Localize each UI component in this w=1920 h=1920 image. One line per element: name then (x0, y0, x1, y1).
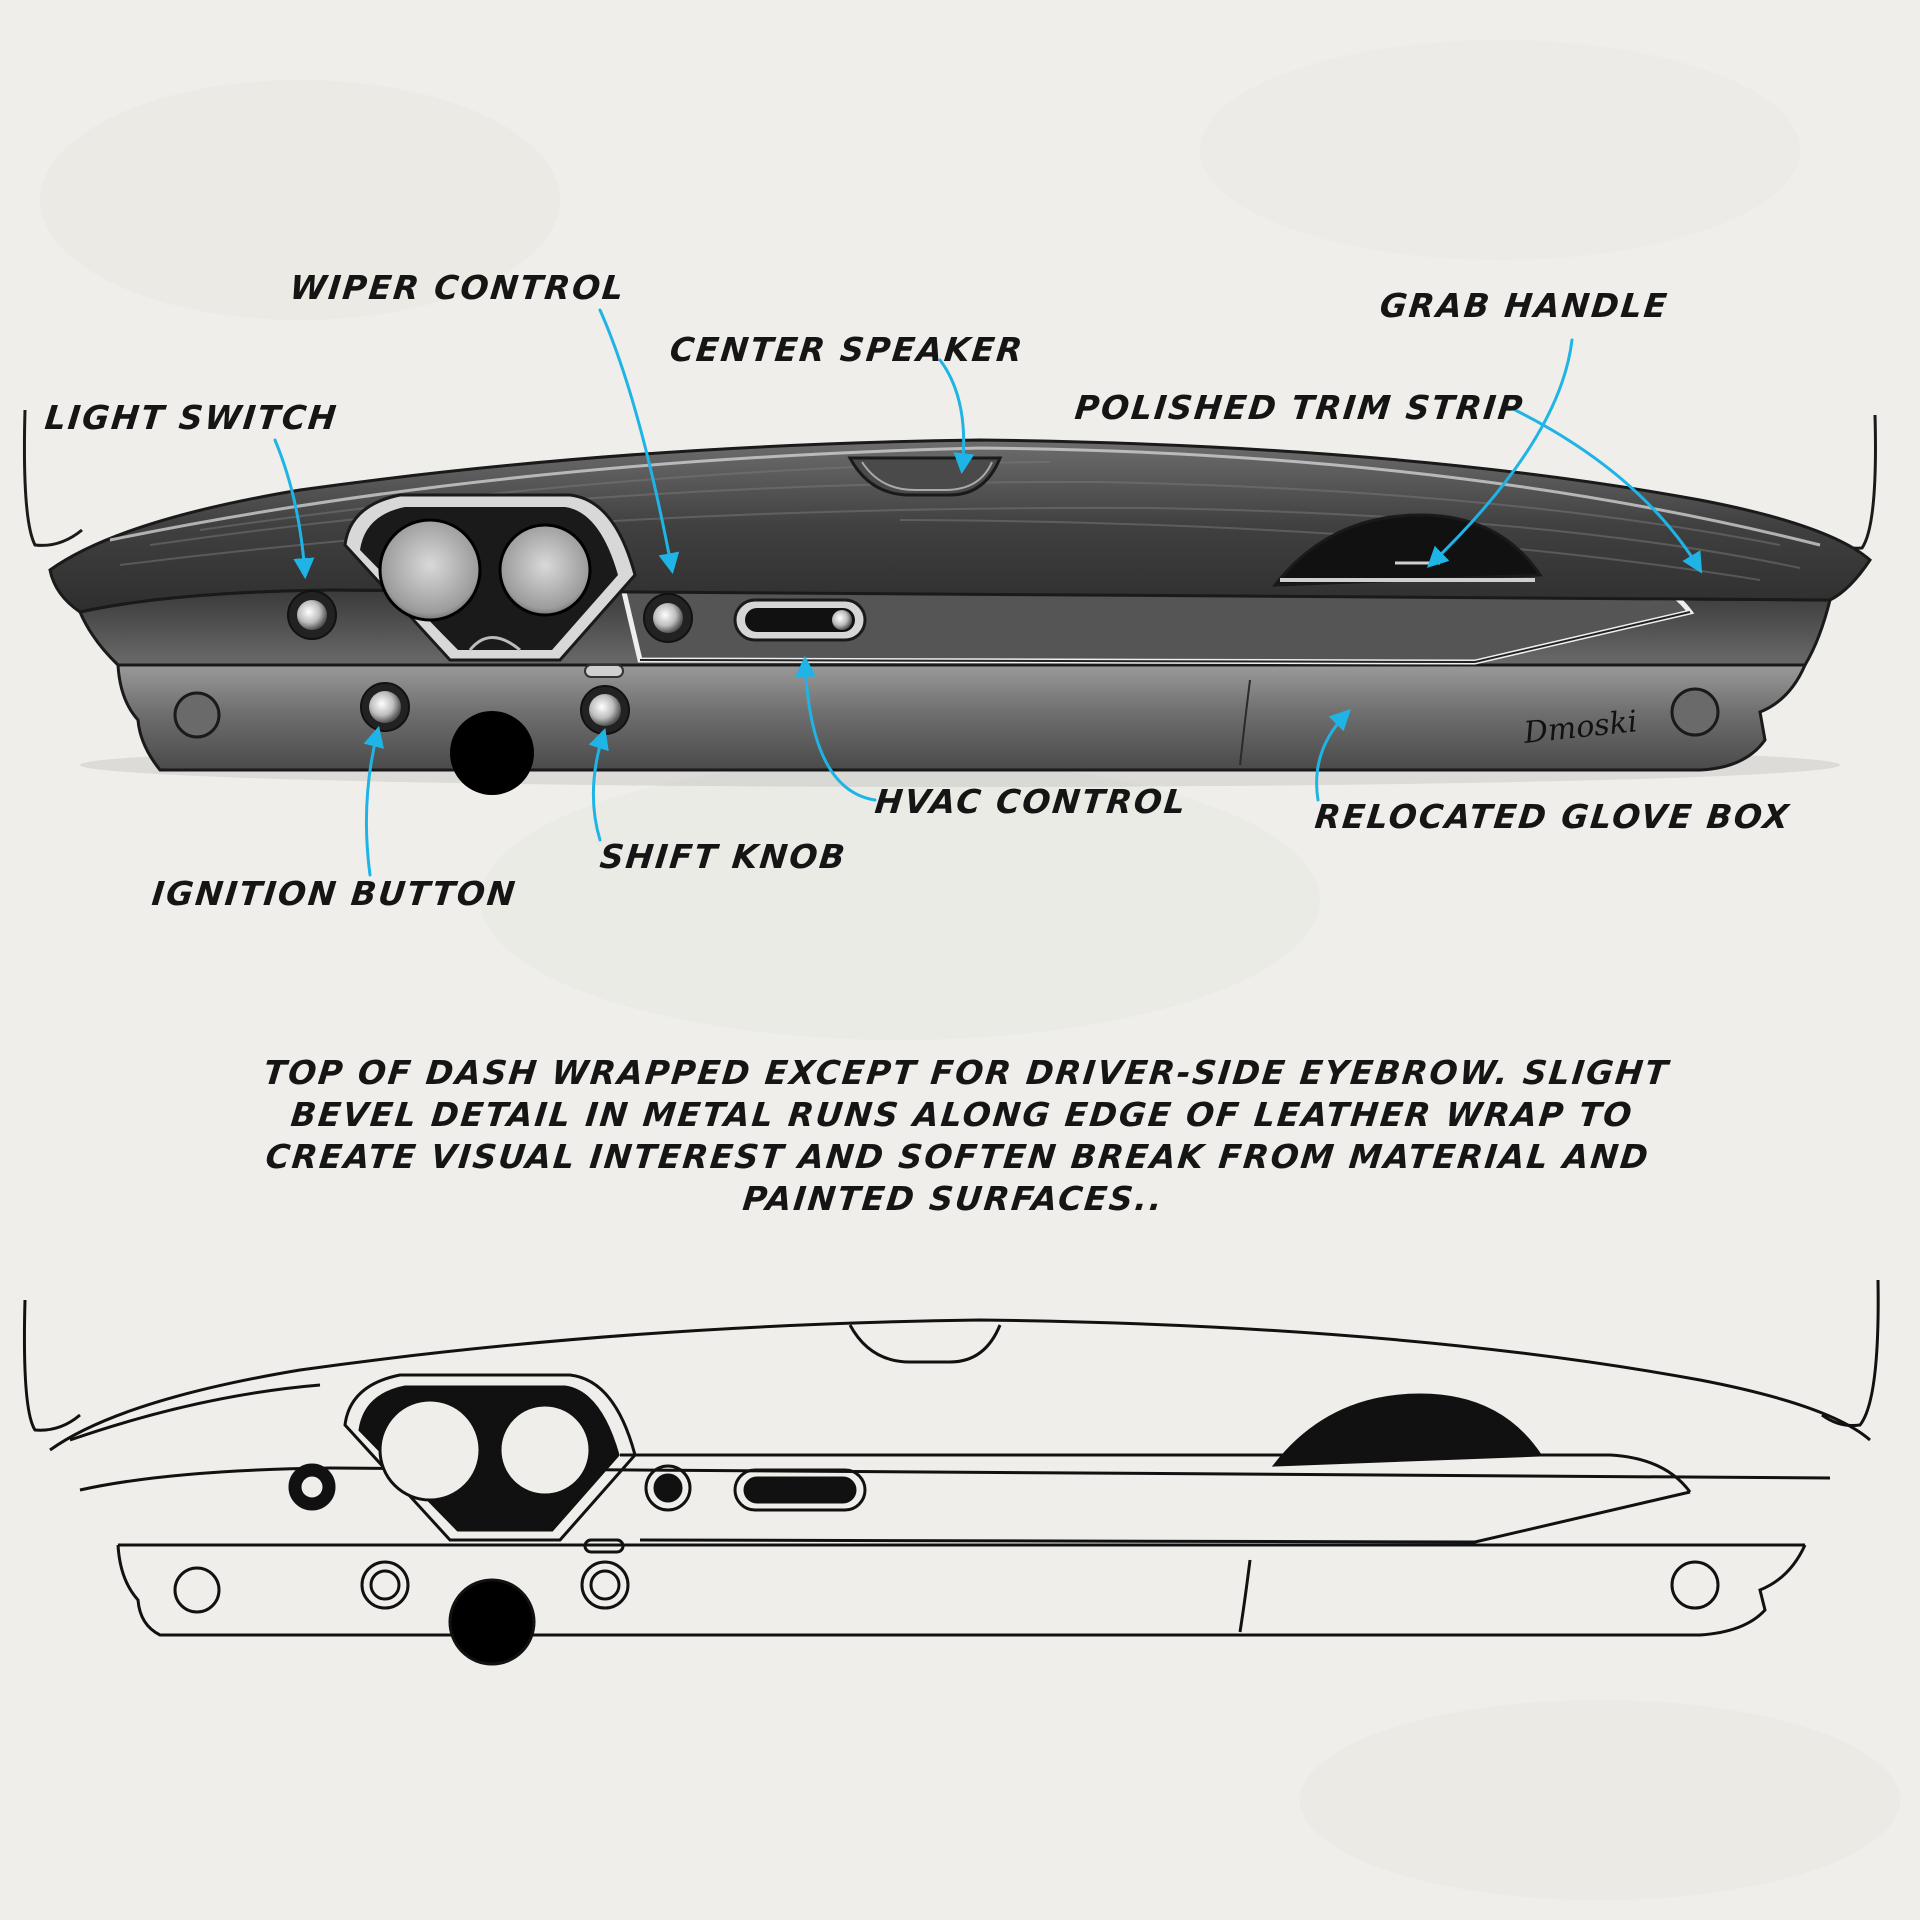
design-note: TOP OF DASH WRAPPED EXCEPT FOR DRIVER-SI… (261, 1053, 1672, 1218)
right-gauge (498, 523, 592, 617)
glove-box-seam (1239, 679, 1251, 766)
label-shift-knob: SHIFT KNOB (598, 837, 849, 876)
callout-arrows (273, 308, 1703, 877)
arrow-light-switch (273, 438, 315, 580)
hvac-control-panel (733, 598, 867, 642)
arrow-center-speaker (938, 358, 975, 475)
right-vent (1670, 687, 1720, 737)
paper-texture (40, 40, 1900, 1900)
label-grab-handle: GRAB HANDLE (1378, 286, 1671, 325)
wiper-control-knob (643, 593, 693, 643)
label-polished-trim-strip: POLISHED TRIM STRIP (1073, 388, 1527, 427)
rendered-dashboard: Dmoski (22, 409, 1877, 795)
grab-handle-recess (1271, 513, 1543, 587)
label-center-speaker: CENTER SPEAKER (668, 330, 1027, 369)
arrow-shift-knob (588, 728, 609, 842)
arrow-hvac-control (795, 655, 877, 802)
label-wiper-control: WIPER CONTROL (288, 268, 628, 307)
right-a-pillar-line (1821, 414, 1877, 550)
dash-lower-body (116, 663, 1808, 772)
line-drawing-dashboard (22, 1279, 1880, 1666)
arrow-ignition-button (363, 725, 384, 877)
arrow-polished-trim (1503, 403, 1703, 574)
left-a-pillar-line (22, 409, 83, 547)
arrow-grab-handle (1426, 338, 1574, 568)
light-switch-knob (287, 590, 337, 640)
arrow-glove-box (1315, 709, 1351, 802)
steering-column (450, 711, 534, 795)
left-gauge (378, 518, 482, 622)
label-ignition-button: IGNITION BUTTON (150, 874, 519, 913)
label-relocated-glove-box: RELOCATED GLOVE BOX (1313, 797, 1793, 836)
ignition-button (360, 682, 410, 732)
label-light-switch: LIGHT SWITCH (43, 398, 340, 437)
shift-knob (580, 664, 630, 735)
left-vent (173, 691, 221, 739)
arrow-wiper-control (598, 308, 680, 575)
label-hvac-control: HVAC CONTROL (873, 782, 1190, 821)
